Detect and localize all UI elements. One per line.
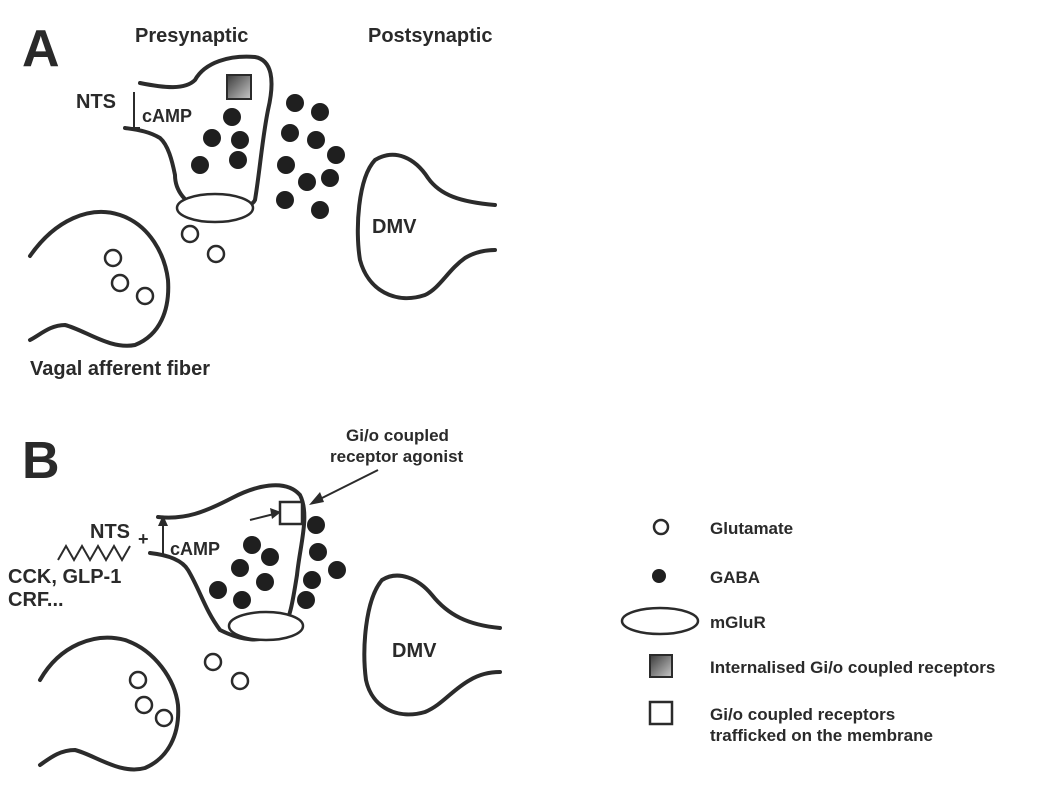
- gaba-vesicle: [307, 131, 325, 149]
- glutamate-vesicle: [203, 652, 223, 672]
- activation-arrowhead-b: [158, 515, 168, 526]
- panel-a-letter: A: [22, 20, 60, 78]
- gaba-vesicle: [298, 173, 316, 191]
- gaba-vesicle: [231, 559, 249, 577]
- presynaptic-label: Presynaptic: [135, 25, 248, 47]
- glutamate-vesicle: [110, 273, 130, 293]
- peptides-line1: CCK, GLP-1: [8, 566, 121, 588]
- legend-shaded-square-icon: [649, 654, 673, 678]
- legend-label: mGluR: [710, 613, 766, 632]
- gaba-vesicle: [307, 516, 325, 534]
- dmv-label-a: DMV: [372, 216, 417, 238]
- legend-item-mglur: mGluR: [620, 606, 766, 636]
- nts-label-b: NTS: [90, 521, 130, 543]
- vagal-afferent-terminal-b: [38, 635, 181, 772]
- gaba-vesicle: [229, 151, 247, 169]
- glutamate-vesicle: [134, 695, 154, 715]
- gaba-vesicle: [277, 156, 295, 174]
- gaba-vesicle: [223, 108, 241, 126]
- gaba-vesicle: [231, 131, 249, 149]
- gaba-vesicles-cleft-b: [297, 516, 346, 609]
- gaba-vesicle: [261, 548, 279, 566]
- glutamate-vesicle: [154, 708, 174, 728]
- glutamate-vesicle: [135, 286, 155, 306]
- gaba-vesicle: [311, 201, 329, 219]
- peptide-squiggle: [57, 543, 131, 563]
- legend-item-glutamate: Glutamate: [652, 518, 793, 538]
- agonist-arrow: [317, 469, 379, 501]
- legend-label: GABA: [710, 568, 760, 587]
- glutamate-vesicle: [206, 244, 226, 264]
- agonist-label-line2: receptor agonist: [330, 447, 464, 466]
- legend-open-square-icon: [648, 700, 674, 726]
- gaba-vesicles-inside-a: [191, 108, 249, 174]
- legend-label: Glutamate: [710, 519, 793, 538]
- gaba-vesicles-inside-b: [209, 536, 279, 609]
- legend-label: Gi/o coupled receptors: [710, 705, 895, 724]
- legend-item-gaba: GABA: [652, 568, 760, 587]
- legend-item-internalised-receptor: Internalised Gi/o coupled receptors: [649, 654, 995, 678]
- legend-item-membrane-receptor: Gi/o coupled receptors trafficked on the…: [648, 700, 933, 745]
- gaba-vesicle: [297, 591, 315, 609]
- gaba-vesicle: [328, 561, 346, 579]
- glutamate-vesicles-terminal-a: [103, 248, 155, 306]
- camp-label-b: cAMP: [170, 539, 220, 559]
- gaba-vesicle: [203, 129, 221, 147]
- vagal-afferent-terminal-a: [28, 210, 171, 348]
- gaba-vesicle: [191, 156, 209, 174]
- mglur-a: [175, 192, 255, 224]
- dmv-neuron-b: [362, 573, 502, 717]
- legend-filled-circle-icon: [652, 569, 666, 583]
- dmv-label-b: DMV: [392, 640, 437, 662]
- glutamate-vesicle: [128, 670, 148, 690]
- nts-subscript-b: +: [138, 529, 149, 549]
- gaba-vesicle: [321, 169, 339, 187]
- agonist-arrowhead: [309, 492, 324, 505]
- legend-open-circle-icon: [652, 518, 670, 536]
- mglur-b: [227, 610, 305, 642]
- legend: Glutamate GABA mGluR Internalised Gi/o c…: [620, 518, 995, 745]
- gaba-vesicles-cleft-a: [276, 94, 345, 219]
- gaba-vesicle: [311, 103, 329, 121]
- membrane-receptor-b: [278, 500, 304, 526]
- postsynaptic-label: Postsynaptic: [368, 25, 492, 47]
- panel-a: A Presynaptic Postsynaptic NTS cAMP: [22, 20, 497, 380]
- panel-b: B Gi/o coupled receptor agonist NTS + cA…: [8, 426, 502, 772]
- glutamate-vesicles-terminal-b: [128, 670, 174, 728]
- gaba-vesicle: [281, 124, 299, 142]
- agonist-label-line1: Gi/o coupled: [346, 426, 449, 445]
- gaba-vesicle: [233, 591, 251, 609]
- glutamate-vesicle: [103, 248, 123, 268]
- gaba-vesicle: [327, 146, 345, 164]
- gaba-vesicle: [276, 191, 294, 209]
- gaba-vesicle: [256, 573, 274, 591]
- vagal-afferent-label: Vagal afferent fiber: [30, 358, 210, 380]
- peptides-line2: CRF...: [8, 589, 64, 611]
- presynaptic-terminal-b: [148, 483, 307, 642]
- trafficking-arrowhead: [270, 508, 281, 519]
- panel-b-letter: B: [22, 432, 60, 490]
- trafficking-arrow: [249, 513, 275, 521]
- legend-label-line2: trafficked on the membrane: [710, 726, 933, 745]
- legend-label: Internalised Gi/o coupled receptors: [710, 658, 995, 677]
- gaba-vesicle: [309, 543, 327, 561]
- legend-ellipse-icon: [620, 606, 700, 636]
- glutamate-vesicle: [230, 671, 250, 691]
- internalised-receptor-a: [226, 74, 252, 100]
- presynaptic-terminal-a: [123, 54, 274, 213]
- gaba-vesicle: [209, 581, 227, 599]
- gaba-vesicle: [303, 571, 321, 589]
- nts-label-a: NTS: [76, 91, 116, 113]
- camp-label-a: cAMP: [142, 106, 192, 126]
- glutamate-vesicle: [180, 224, 200, 244]
- dmv-neuron-a: [355, 152, 497, 301]
- gaba-vesicle: [286, 94, 304, 112]
- gaba-vesicle: [243, 536, 261, 554]
